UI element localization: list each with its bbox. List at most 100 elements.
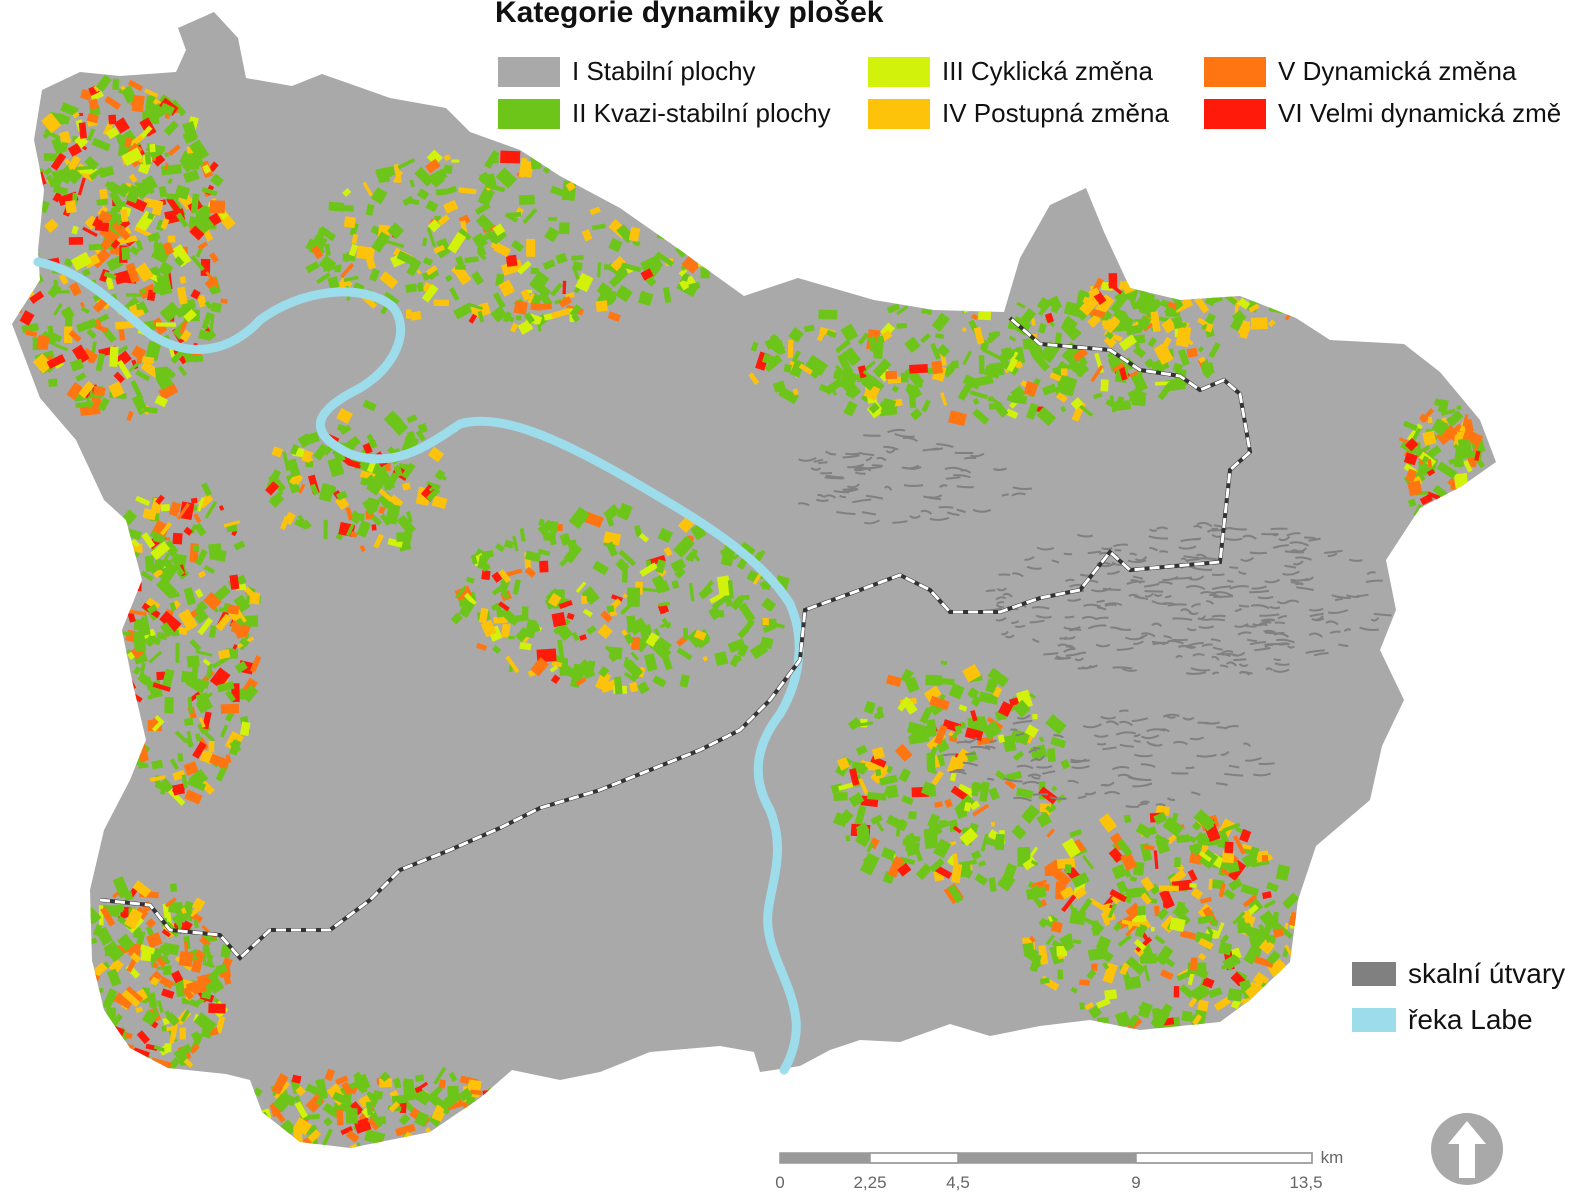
land-patch (221, 298, 228, 303)
legend-label: II Kvazi-stabilní plochy (572, 98, 831, 129)
land-patch (108, 641, 121, 655)
land-patch (372, 524, 377, 530)
land-patch (1160, 266, 1168, 274)
land-patch (1453, 502, 1462, 515)
land-patch (1258, 267, 1268, 281)
land-patch (76, 965, 90, 979)
land-patch (670, 184, 677, 193)
land-patch (1156, 258, 1172, 272)
land-patch (1442, 512, 1457, 525)
scale-tick-label: 2,25 (853, 1173, 886, 1193)
land-patch (1130, 261, 1144, 275)
land-patch (492, 1103, 505, 1109)
land-patch (1172, 264, 1180, 273)
land-patch (193, 545, 199, 552)
land-patch (357, 1143, 360, 1155)
land-patch (82, 961, 94, 973)
land-patch (418, 282, 424, 291)
land-patch (16, 182, 31, 196)
land-patch (109, 661, 118, 669)
land-patch (76, 1010, 89, 1016)
land-patch (15, 169, 33, 186)
land-patch (1141, 263, 1160, 278)
land-patch (656, 164, 673, 181)
land-patch (477, 1120, 487, 1139)
land-patch (109, 346, 118, 366)
land-patch (121, 247, 130, 260)
land-patch (1079, 979, 1090, 985)
land-patch (1203, 264, 1223, 283)
legend-swatch (868, 99, 930, 129)
legend-item-dynamic: V Dynamická změna (1204, 56, 1516, 87)
land-patch (490, 1126, 502, 1135)
land-patch (123, 544, 142, 554)
land-patch (92, 1039, 98, 1057)
land-patch (209, 287, 219, 292)
land-patch (418, 1143, 430, 1151)
land-patch (1104, 989, 1117, 1000)
land-patch (1269, 272, 1278, 282)
land-patch (464, 1117, 478, 1127)
land-patch (548, 217, 557, 221)
land-patch (1047, 748, 1056, 762)
land-patch (1177, 263, 1187, 273)
land-patch (526, 239, 535, 257)
rock-mark (1145, 591, 1164, 592)
land-patch (109, 660, 122, 670)
land-patch (690, 226, 698, 239)
land-patch (1174, 262, 1189, 273)
land-patch (952, 360, 959, 368)
land-patch (1459, 460, 1464, 466)
rock-mark (1233, 659, 1246, 660)
land-patch (27, 182, 42, 199)
land-patch (449, 1138, 456, 1147)
land-patch (32, 161, 37, 167)
land-patch (451, 160, 459, 163)
land-patch (15, 204, 29, 218)
rock-mark (1212, 574, 1224, 575)
land-patch (700, 228, 712, 241)
land-patch (107, 551, 124, 572)
land-patch (668, 232, 682, 245)
land-patch (925, 675, 942, 686)
land-patch (22, 241, 33, 254)
land-patch (111, 722, 126, 735)
land-patch (352, 513, 365, 522)
land-patch (124, 692, 137, 710)
land-patch (1079, 1002, 1085, 1010)
land-patch (530, 149, 542, 169)
land-patch (1243, 279, 1253, 290)
land-patch (196, 604, 204, 614)
land-patch (920, 729, 937, 737)
land-patch (685, 213, 699, 227)
land-patch (469, 1108, 475, 1119)
land-patch (1273, 912, 1279, 931)
land-patch (129, 582, 141, 591)
land-patch (1255, 268, 1265, 279)
land-patch (96, 199, 108, 206)
legend-item-river: řeka Labe (1352, 1004, 1533, 1036)
land-patch (468, 1113, 488, 1129)
land-patch (550, 149, 564, 164)
rock-mark (1011, 730, 1018, 731)
land-patch (1225, 256, 1236, 276)
land-patch (249, 1120, 266, 1137)
land-patch (14, 176, 31, 189)
land-patch (960, 722, 966, 729)
land-patch (251, 1108, 272, 1123)
rock-mark (939, 507, 954, 508)
land-patch (166, 193, 179, 199)
land-patch (885, 371, 897, 379)
land-patch (1454, 473, 1469, 489)
land-patch (127, 1048, 135, 1054)
land-patch (1227, 861, 1239, 873)
land-patch (1289, 283, 1302, 297)
land-patch (562, 281, 566, 294)
land-patch (677, 224, 691, 240)
rock-mark (863, 435, 880, 436)
land-patch (208, 1003, 226, 1013)
land-patch (1097, 1017, 1109, 1024)
land-patch (154, 565, 162, 570)
land-patch (576, 171, 587, 182)
land-patch (84, 995, 98, 1009)
